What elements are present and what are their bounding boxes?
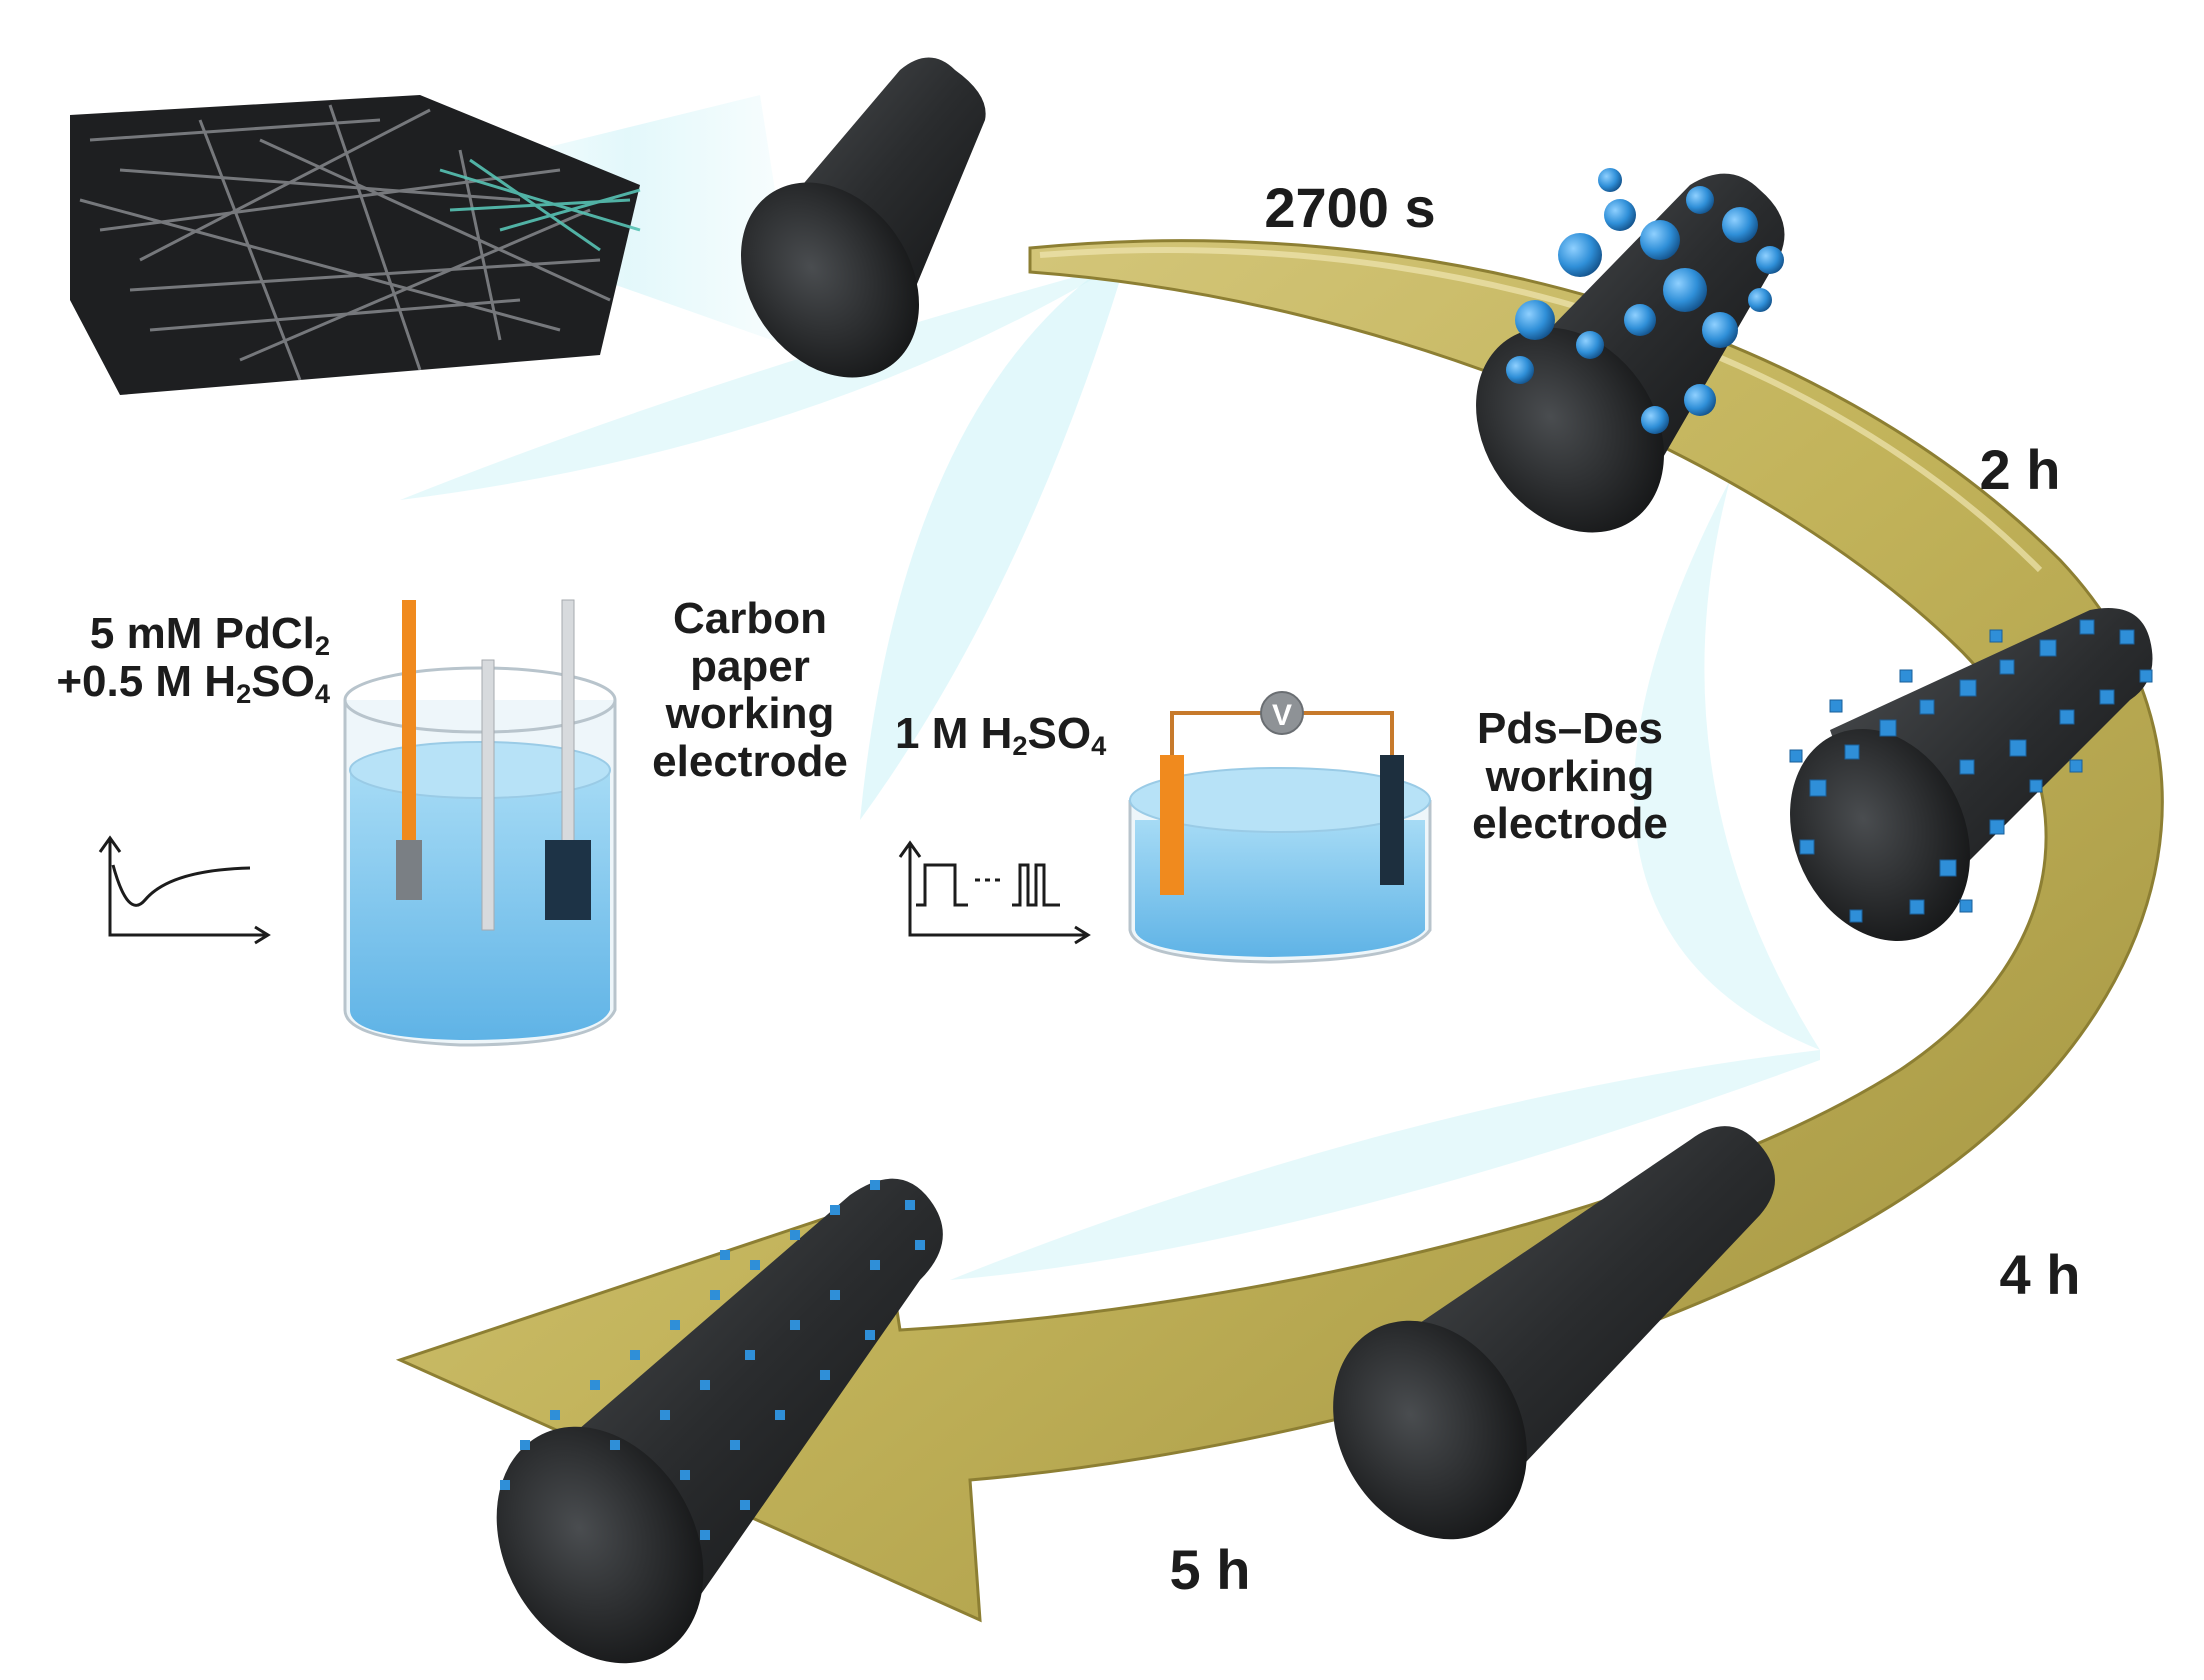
solution-line2: +0.5 M H2SO4 (56, 656, 330, 709)
voltmeter-label: V (1272, 699, 1292, 732)
time-label-2700s: 2700 s (1264, 176, 1436, 239)
zoom-glow-bottom (950, 1050, 1820, 1280)
time-label-2h: 2 h (1979, 438, 2061, 501)
two-electrode-dish: V (1128, 691, 1432, 964)
carbon-fiber-rod-2h (1789, 608, 2153, 941)
pd-nanoparticles-large (1506, 168, 1784, 434)
zoom-glow-left (400, 270, 1100, 500)
carbon-fiber-rod-bare-top (740, 57, 986, 378)
carbon-fiber-rod-2700s (1476, 168, 1785, 533)
carbon-paper-electrode-label: Carbon paper working electrode (652, 594, 848, 786)
solution-line1: 5 mM PdCl2 (89, 609, 330, 661)
carbon-paper-mat (70, 95, 641, 395)
voltmeter-icon (1260, 691, 1304, 735)
zoom-glow-right (1633, 480, 1820, 1050)
three-electrode-beaker (343, 599, 617, 1047)
deposition-solution-label: 5 mM PdCl2 +0.5 M H2SO4 (30, 609, 330, 709)
pd-nanoparticles-small (500, 1180, 925, 1540)
square-wave-pulse-icon (898, 840, 1091, 945)
time-label-5h: 5 h (1169, 1538, 1251, 1601)
carbon-fiber-rod-5h (496, 1178, 943, 1664)
reference-electrode (481, 659, 495, 931)
pds-des-electrode-label: Pds–Des working electrode (1472, 704, 1668, 849)
pd-nanocubes (1789, 619, 2153, 923)
dish-electrode-orange (1160, 755, 1184, 895)
zoom-glow-center (860, 270, 1120, 820)
chronoamperometry-curve-icon (98, 835, 271, 945)
counter-electrode-orange (402, 600, 416, 890)
carbon-fiber-rod-4h (1333, 1126, 1775, 1540)
time-label-4h: 4 h (1999, 1243, 2081, 1306)
activation-electrolyte-label: 1 M H2SO4 (895, 709, 1107, 761)
dish-electrode-dark (1380, 755, 1404, 885)
carbon-paper-electrode (545, 840, 591, 920)
